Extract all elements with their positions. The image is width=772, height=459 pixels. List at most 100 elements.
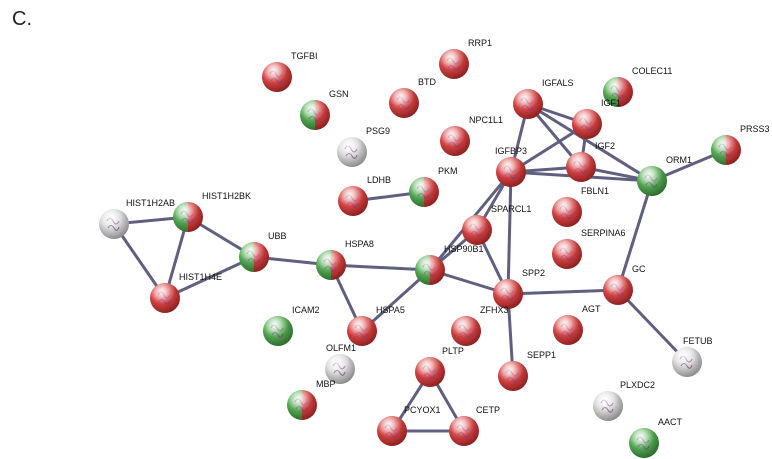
node-highlight	[462, 215, 492, 245]
node-plxdc2[interactable]: PLXDC2	[593, 380, 655, 421]
node-highlight	[337, 137, 367, 167]
edge-hspa8-hsp90b1	[329, 263, 432, 272]
node-highlight	[99, 209, 129, 239]
node-cetp[interactable]: CETP	[449, 405, 500, 446]
node-psg9[interactable]: PSG9	[337, 126, 390, 167]
node-ubb[interactable]: UBB	[239, 231, 287, 272]
edge-hist1h4e-ubb	[163, 255, 256, 300]
node-igfals[interactable]: IGFALS	[513, 78, 574, 119]
node-label: NPC1L1	[469, 115, 503, 125]
panel-label: C.	[12, 8, 32, 30]
node-olfm1[interactable]: OLFM1	[325, 343, 356, 384]
node-serpina6[interactable]: SERPINA6	[552, 228, 626, 269]
node-highlight	[389, 88, 419, 118]
edge-hspa5-hsp90b1	[360, 268, 432, 333]
node-label: HIST1H2AB	[126, 198, 175, 208]
node-label: ORM1	[666, 155, 692, 165]
edge-spp2-gc	[506, 288, 620, 296]
node-pkm[interactable]: PKM	[409, 166, 458, 207]
node-hspa5[interactable]: HSPA5	[347, 305, 405, 346]
node-igfbp3[interactable]: IGFBP3	[495, 146, 527, 187]
node-highlight	[672, 347, 702, 377]
node-prss3[interactable]: PRSS3	[711, 124, 770, 165]
node-hist1h2ab[interactable]: HIST1H2AB	[99, 198, 175, 239]
node-colec11[interactable]: COLEC11	[603, 66, 672, 107]
node-hspa8[interactable]: HSPA8	[316, 239, 374, 280]
node-gsn[interactable]: GSN	[300, 89, 349, 130]
node-igf2[interactable]: IGF2	[566, 141, 615, 182]
node-highlight	[263, 316, 293, 346]
node-hist1h2bk[interactable]: HIST1H2BK	[173, 191, 251, 232]
node-label: SERPINA6	[581, 228, 626, 238]
node-label: PSG9	[366, 126, 390, 136]
node-npc1l1[interactable]: NPC1L1	[440, 115, 503, 156]
node-label: UBB	[268, 231, 287, 241]
node-spp2[interactable]: SPP2	[493, 268, 545, 309]
node-label: PCYOX1	[404, 405, 441, 415]
node-pcyox1[interactable]: PCYOX1	[377, 405, 441, 446]
node-mbp[interactable]: MBP	[287, 379, 336, 420]
node-highlight	[439, 49, 469, 79]
node-label: IGF1	[601, 98, 621, 108]
node-label: HIST1H2BK	[202, 191, 251, 201]
node-label: HIST1H4E	[179, 272, 222, 282]
node-fbln1[interactable]: FBLN1	[552, 186, 609, 227]
node-agt[interactable]: AGT	[553, 304, 601, 345]
node-gc[interactable]: GC	[603, 264, 646, 305]
node-highlight	[287, 390, 317, 420]
node-btd[interactable]: BTD	[389, 77, 437, 118]
node-highlight	[451, 316, 481, 346]
node-igf1[interactable]: IGF1	[572, 98, 621, 139]
node-label: SEPP1	[527, 350, 556, 360]
node-label: OLFM1	[326, 343, 356, 353]
node-fetub[interactable]: FETUB	[672, 336, 713, 377]
node-label: LDHB	[367, 175, 391, 185]
node-highlight	[449, 416, 479, 446]
node-label: AACT	[658, 417, 683, 427]
node-highlight	[262, 62, 292, 92]
node-label: COLEC11	[632, 66, 672, 76]
node-highlight	[593, 391, 623, 421]
node-label: FETUB	[683, 336, 713, 346]
node-sparcl1[interactable]: SPARCL1	[462, 204, 531, 245]
node-highlight	[493, 279, 523, 309]
node-ldhb[interactable]: LDHB	[338, 175, 391, 216]
node-zfhx3[interactable]: ZFHX3	[451, 305, 509, 346]
node-label: HSPA5	[376, 305, 405, 315]
node-aact[interactable]: AACT	[629, 417, 683, 458]
node-sepp1[interactable]: SEPP1	[498, 350, 556, 391]
node-highlight	[552, 197, 582, 227]
node-pltp[interactable]: PLTP	[415, 346, 464, 387]
node-highlight	[300, 100, 330, 130]
node-highlight	[513, 89, 543, 119]
edge-igfbp3-spp2	[506, 170, 513, 296]
node-highlight	[566, 152, 596, 182]
node-tgfbi[interactable]: TGFBI	[262, 51, 318, 92]
node-label: HSPA8	[345, 239, 374, 249]
node-highlight	[553, 315, 583, 345]
node-highlight	[316, 250, 346, 280]
node-label: PLXDC2	[620, 380, 655, 390]
node-hist1h4e[interactable]: HIST1H4E	[150, 272, 222, 313]
node-hsp90b1[interactable]: HSP90B1	[415, 244, 484, 285]
edge-orm1-gc	[616, 179, 654, 292]
node-icam2[interactable]: ICAM2	[263, 305, 320, 346]
edge-igfals-orm1	[526, 102, 654, 183]
node-label: IGF2	[595, 141, 615, 151]
node-label: IGFALS	[542, 78, 574, 88]
node-highlight	[711, 135, 741, 165]
node-label: FBLN1	[581, 186, 609, 196]
node-orm1[interactable]: ORM1	[637, 155, 692, 196]
node-highlight	[637, 166, 667, 196]
node-label: PLTP	[442, 346, 464, 356]
node-label: BTD	[418, 77, 437, 87]
node-label: GSN	[329, 89, 349, 99]
node-label: CETP	[476, 405, 500, 415]
node-highlight	[603, 77, 633, 107]
node-highlight	[603, 275, 633, 305]
node-rrp1[interactable]: RRP1	[439, 38, 492, 79]
node-highlight	[150, 283, 180, 313]
node-highlight	[440, 126, 470, 156]
